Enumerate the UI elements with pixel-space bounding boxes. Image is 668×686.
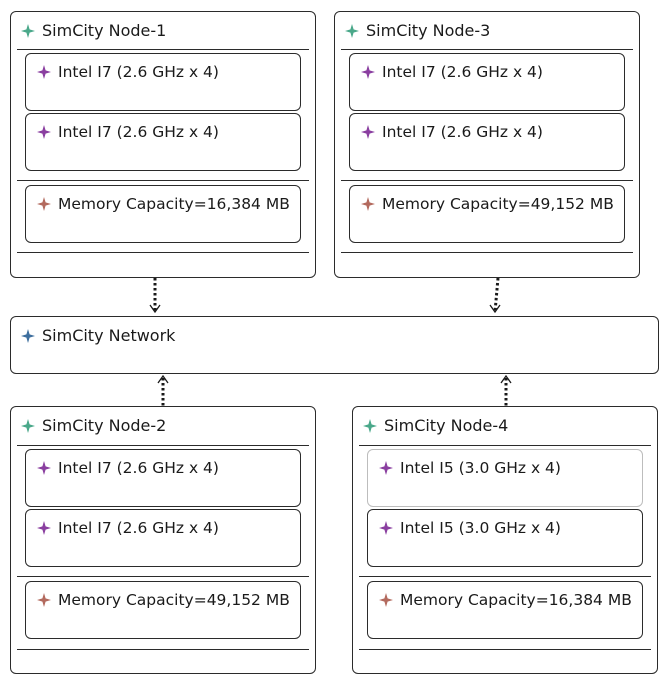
cpu-box[interactable]: Intel I7 (2.6 GHz x 4) — [25, 53, 301, 111]
divider — [17, 576, 309, 577]
node-title: SimCity Node-2 — [21, 416, 166, 435]
cpu-box[interactable]: Intel I5 (3.0 GHz x 4) — [367, 509, 643, 567]
cpu-box[interactable]: Intel I7 (2.6 GHz x 4) — [349, 113, 625, 171]
network-icon — [21, 328, 35, 343]
memory-icon — [37, 593, 51, 607]
divider — [359, 649, 651, 650]
cpu-icon — [379, 461, 393, 475]
cpu-box[interactable]: Intel I7 (2.6 GHz x 4) — [349, 53, 625, 111]
node-1[interactable]: SimCity Node-1 Intel I7 (2.6 GHz x 4) In… — [10, 11, 316, 278]
arrowhead-node3 — [489, 304, 501, 314]
memory-box[interactable]: Memory Capacity=16,384 MB — [25, 185, 301, 243]
node-icon — [21, 23, 35, 38]
node-title: SimCity Node-1 — [21, 21, 166, 40]
network-title: SimCity Network — [21, 326, 175, 345]
divider — [17, 649, 309, 650]
cpu-label: Intel I5 (3.0 GHz x 4) — [400, 519, 561, 537]
divider — [359, 445, 651, 446]
divider — [17, 49, 309, 50]
cpu-box[interactable]: Intel I7 (2.6 GHz x 4) — [25, 113, 301, 171]
network-box[interactable]: SimCity Network — [10, 316, 659, 374]
cpu-icon — [37, 125, 51, 139]
cpu-label: Intel I7 (2.6 GHz x 4) — [58, 63, 219, 81]
cpu-box[interactable]: Intel I5 (3.0 GHz x 4) — [367, 449, 643, 507]
divider — [17, 445, 309, 446]
cpu-label: Intel I5 (3.0 GHz x 4) — [400, 459, 561, 477]
divider — [341, 252, 633, 253]
cpu-label: Intel I7 (2.6 GHz x 4) — [58, 459, 219, 477]
cpu-label: Intel I7 (2.6 GHz x 4) — [382, 123, 543, 141]
divider — [17, 180, 309, 181]
cpu-icon — [379, 521, 393, 535]
arrowhead-node2 — [157, 374, 169, 384]
node-icon — [363, 418, 377, 433]
memory-icon — [379, 593, 393, 607]
divider — [341, 180, 633, 181]
memory-box[interactable]: Memory Capacity=16,384 MB — [367, 581, 643, 639]
memory-icon — [37, 197, 51, 211]
cpu-box[interactable]: Intel I7 (2.6 GHz x 4) — [25, 449, 301, 507]
cpu-icon — [361, 125, 375, 139]
cpu-icon — [37, 461, 51, 475]
connector-node3-network — [493, 277, 500, 313]
node-3[interactable]: SimCity Node-3 Intel I7 (2.6 GHz x 4) In… — [334, 11, 640, 278]
memory-label: Memory Capacity=16,384 MB — [58, 195, 290, 213]
memory-box[interactable]: Memory Capacity=49,152 MB — [349, 185, 625, 243]
node-2[interactable]: SimCity Node-2 Intel I7 (2.6 GHz x 4) In… — [10, 406, 316, 674]
cpu-icon — [37, 65, 51, 79]
memory-label: Memory Capacity=49,152 MB — [58, 591, 290, 609]
cpu-label: Intel I7 (2.6 GHz x 4) — [58, 519, 219, 537]
cpu-icon — [361, 65, 375, 79]
cpu-label: Intel I7 (2.6 GHz x 4) — [58, 123, 219, 141]
node-title: SimCity Node-3 — [345, 21, 490, 40]
memory-label: Memory Capacity=16,384 MB — [400, 591, 632, 609]
cpu-box[interactable]: Intel I7 (2.6 GHz x 4) — [25, 509, 301, 567]
divider — [17, 252, 309, 253]
node-icon — [21, 418, 35, 433]
cpu-label: Intel I7 (2.6 GHz x 4) — [382, 63, 543, 81]
node-title: SimCity Node-4 — [363, 416, 508, 435]
arrowhead-node1 — [149, 304, 161, 314]
arrowhead-node4 — [500, 374, 512, 384]
memory-icon — [361, 197, 375, 211]
node-icon — [345, 23, 359, 38]
memory-box[interactable]: Memory Capacity=49,152 MB — [25, 581, 301, 639]
divider — [341, 49, 633, 50]
cpu-icon — [37, 521, 51, 535]
memory-label: Memory Capacity=49,152 MB — [382, 195, 614, 213]
divider — [359, 576, 651, 577]
node-4[interactable]: SimCity Node-4 Intel I5 (3.0 GHz x 4) In… — [352, 406, 658, 674]
